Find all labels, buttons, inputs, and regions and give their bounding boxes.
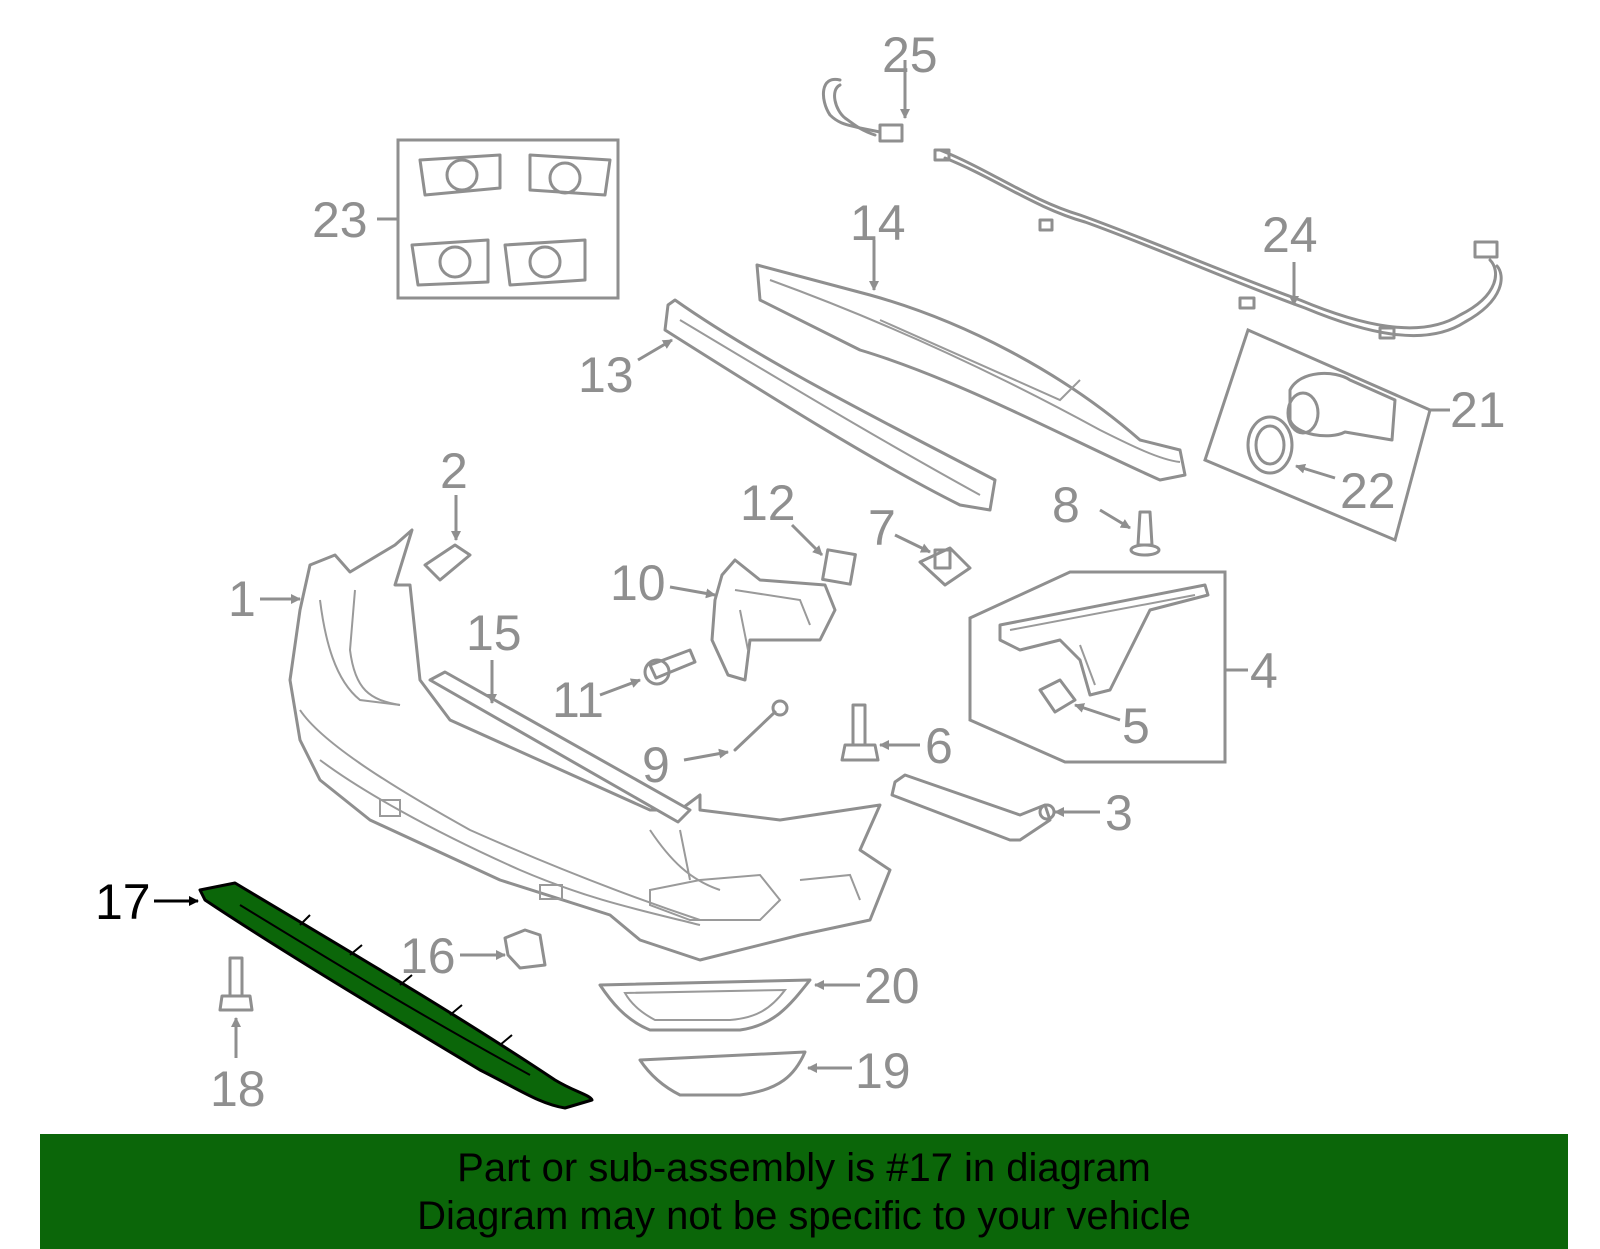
part-1-bumper-cover: [260, 528, 892, 962]
part-13-energy-absorber: [637, 298, 997, 512]
part-15-trim-strip: [428, 660, 692, 824]
callout-1: 1: [228, 571, 256, 627]
banner-line-1: Part or sub-assembly is #17 in diagram: [457, 1146, 1151, 1190]
callout-10: 10: [610, 555, 666, 611]
callout-12: 12: [740, 475, 796, 531]
callout-19: 19: [855, 1043, 911, 1099]
callout-9: 9: [642, 737, 670, 793]
part-11-bolt: [599, 648, 697, 697]
callout-11: 11: [552, 672, 604, 728]
part-6-bolt: [840, 703, 920, 762]
callout-22: 22: [1340, 463, 1396, 519]
callout-21: 21: [1450, 382, 1506, 438]
part-25-wire-connector: [821, 60, 910, 143]
callout-6: 6: [925, 718, 953, 774]
part-20-reflector-bezel: [598, 978, 860, 1032]
part-19-reflector: [638, 1050, 852, 1097]
part-10-bracket: [669, 558, 837, 682]
callout-23: 23: [312, 192, 368, 248]
callout-7: 7: [868, 500, 896, 556]
info-banner: Part or sub-assembly is #17 in diagram D…: [40, 1134, 1568, 1249]
part-17-lower-valance-highlighted[interactable]: [198, 881, 594, 1110]
callout-4: 4: [1250, 643, 1278, 699]
banner-line-2: Diagram may not be specific to your vehi…: [417, 1194, 1191, 1238]
callout-2: 2: [440, 443, 468, 499]
callout-17: 17: [95, 874, 151, 930]
callout-3: 3: [1105, 785, 1133, 841]
part-8-push-clip: [1099, 508, 1161, 557]
callout-5: 5: [1122, 698, 1150, 754]
part-14-reinforcement-beam: [755, 240, 1187, 482]
callout-14: 14: [850, 195, 906, 251]
part-9-rivet: [683, 699, 789, 762]
callout-15: 15: [466, 605, 522, 661]
part-23-sensor-bracket-set: [377, 138, 620, 300]
part-4-guide-box: [968, 570, 1248, 764]
part-16-cap: [460, 928, 547, 970]
callout-8: 8: [1052, 477, 1080, 533]
part-12-clip: [790, 523, 857, 586]
callout-18: 18: [210, 1061, 266, 1117]
part-2-bracket: [423, 495, 472, 582]
callout-16: 16: [400, 928, 456, 984]
callout-13: 13: [578, 347, 634, 403]
callout-25: 25: [882, 27, 938, 83]
part-7-retainer: [894, 533, 972, 587]
part-24-wiring-harness: [933, 148, 1503, 340]
callout-24: 24: [1262, 207, 1318, 263]
part-3-side-bracket: [890, 773, 1100, 842]
part-21-park-sensor-box: [1203, 327, 1450, 543]
callout-20: 20: [864, 958, 920, 1014]
part-18-screw: [218, 956, 254, 1058]
